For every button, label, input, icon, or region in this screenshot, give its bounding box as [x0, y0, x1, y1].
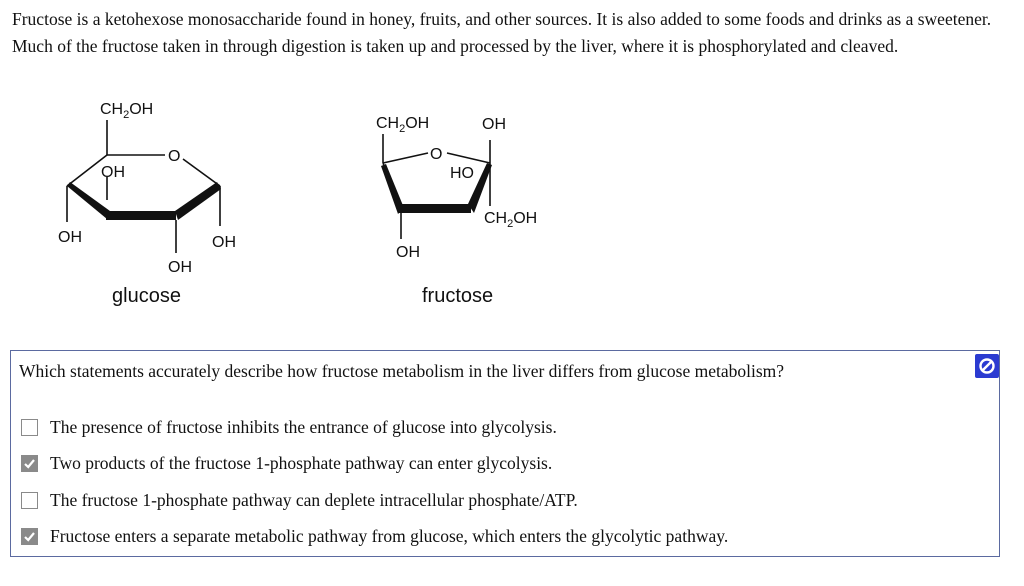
checkmark-icon	[24, 459, 35, 469]
option-3-label: The fructose 1-phosphate pathway can dep…	[50, 489, 578, 510]
answer-options: The presence of fructose inhibits the en…	[21, 409, 728, 555]
answer-option-3[interactable]: The fructose 1-phosphate pathway can dep…	[21, 482, 728, 519]
option-4-checkbox[interactable]	[21, 528, 38, 546]
checkmark-icon	[24, 532, 35, 542]
fructose-ring-oxygen: O	[430, 146, 442, 163]
blocked-circle-icon[interactable]	[975, 354, 999, 378]
question-prompt: Which statements accurately describe how…	[19, 361, 785, 381]
option-2-checkbox[interactable]	[21, 455, 38, 473]
glucose-oh-right: OH	[212, 234, 236, 251]
fructose-structure: CH2OH OH O HO CH2OH OH fructose	[376, 115, 537, 307]
question-panel: Which statements accurately describe how…	[10, 350, 1000, 557]
fructose-oh-top: OH	[482, 116, 506, 133]
answer-option-1[interactable]: The presence of fructose inhibits the en…	[21, 409, 728, 446]
answer-option-2[interactable]: Two products of the fructose 1-phosphate…	[21, 446, 728, 483]
glucose-ch2oh-label: CH2OH	[100, 101, 153, 121]
fructose-caption: fructose	[422, 285, 493, 307]
option-4-label: Fructose enters a separate metabolic pat…	[50, 526, 729, 547]
glucose-caption: glucose	[112, 285, 181, 307]
option-3-checkbox[interactable]	[21, 491, 38, 509]
glucose-oh-bottom: OH	[168, 259, 192, 276]
glucose-ring-oxygen: O	[168, 148, 180, 165]
fructose-ho-label: HO	[450, 165, 474, 182]
option-1-label: The presence of fructose inhibits the en…	[50, 416, 557, 437]
glucose-structure: CH2OH O OH OH OH OH glucose	[58, 101, 236, 307]
fructose-oh-bottom: OH	[396, 244, 420, 261]
structures-figure: CH2OH O OH OH OH OH glucose CH2OH OH O H…	[58, 101, 537, 307]
option-1-checkbox[interactable]	[21, 418, 38, 436]
option-2-label: Two products of the fructose 1-phosphate…	[50, 453, 553, 474]
glucose-oh-left: OH	[58, 229, 82, 246]
glucose-oh-c4: OH	[101, 164, 125, 181]
answer-option-4[interactable]: Fructose enters a separate metabolic pat…	[21, 519, 728, 556]
intro-paragraph: Fructose is a ketohexose monosaccharide …	[12, 9, 992, 56]
fructose-ch2oh-top-label: CH2OH	[376, 115, 429, 135]
fructose-ch2oh-right-label: CH2OH	[484, 210, 537, 230]
